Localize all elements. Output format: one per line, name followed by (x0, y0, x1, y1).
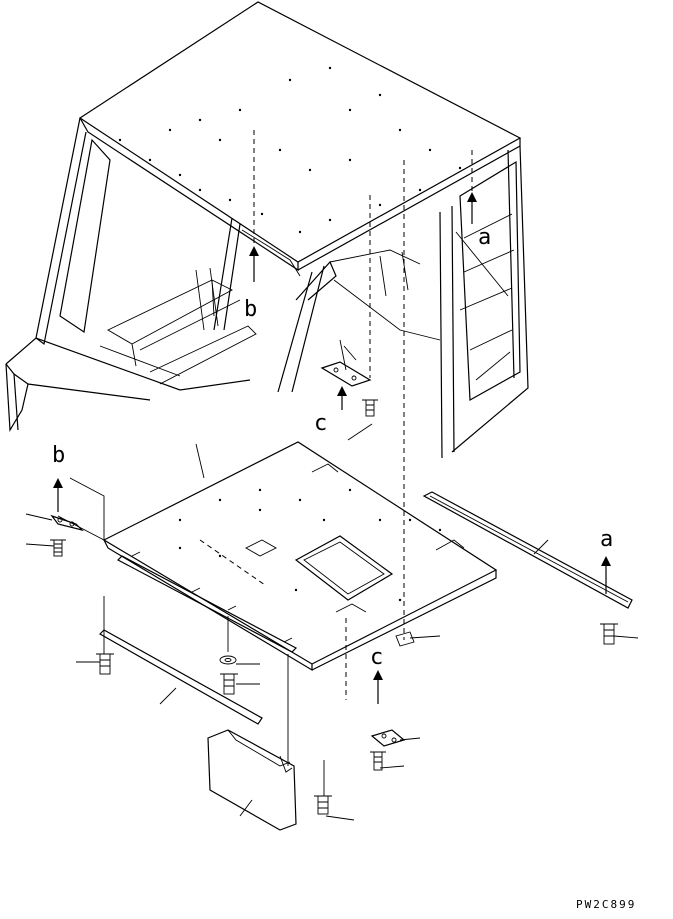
callout-a-right: a (600, 527, 613, 552)
bolt-c-lower (370, 751, 386, 771)
ceiling-panel (102, 441, 498, 672)
washer-center (219, 655, 237, 665)
grommet (395, 631, 415, 647)
trim-strip-right (422, 491, 633, 609)
bolt-cover (314, 795, 332, 815)
bolt-a (600, 623, 618, 645)
bolt-b (50, 539, 66, 557)
service-cover (207, 729, 297, 831)
callout-c-low: c (370, 645, 383, 670)
assembly-guide-lines (199, 130, 473, 700)
bolt-left-strip (96, 653, 114, 675)
drawing-code: PW2C899 (576, 898, 636, 911)
callout-a-top: a (478, 225, 491, 250)
clip-bracket-c-lower (370, 729, 406, 747)
fastener-leaders (57, 339, 347, 796)
direction-arrows (53, 192, 611, 704)
bolt-center (220, 673, 238, 695)
clip-bracket-b (50, 514, 84, 532)
clip-bracket-c-upper (320, 361, 372, 387)
bolt-c-upper (362, 399, 378, 417)
callout-c-mid: c (314, 411, 327, 436)
callout-b-cab: b (244, 297, 257, 322)
leader-lines (25, 345, 639, 821)
trim-strip-left (99, 629, 263, 725)
callout-b-left: b (52, 443, 65, 468)
operator-cab (5, 1, 529, 459)
